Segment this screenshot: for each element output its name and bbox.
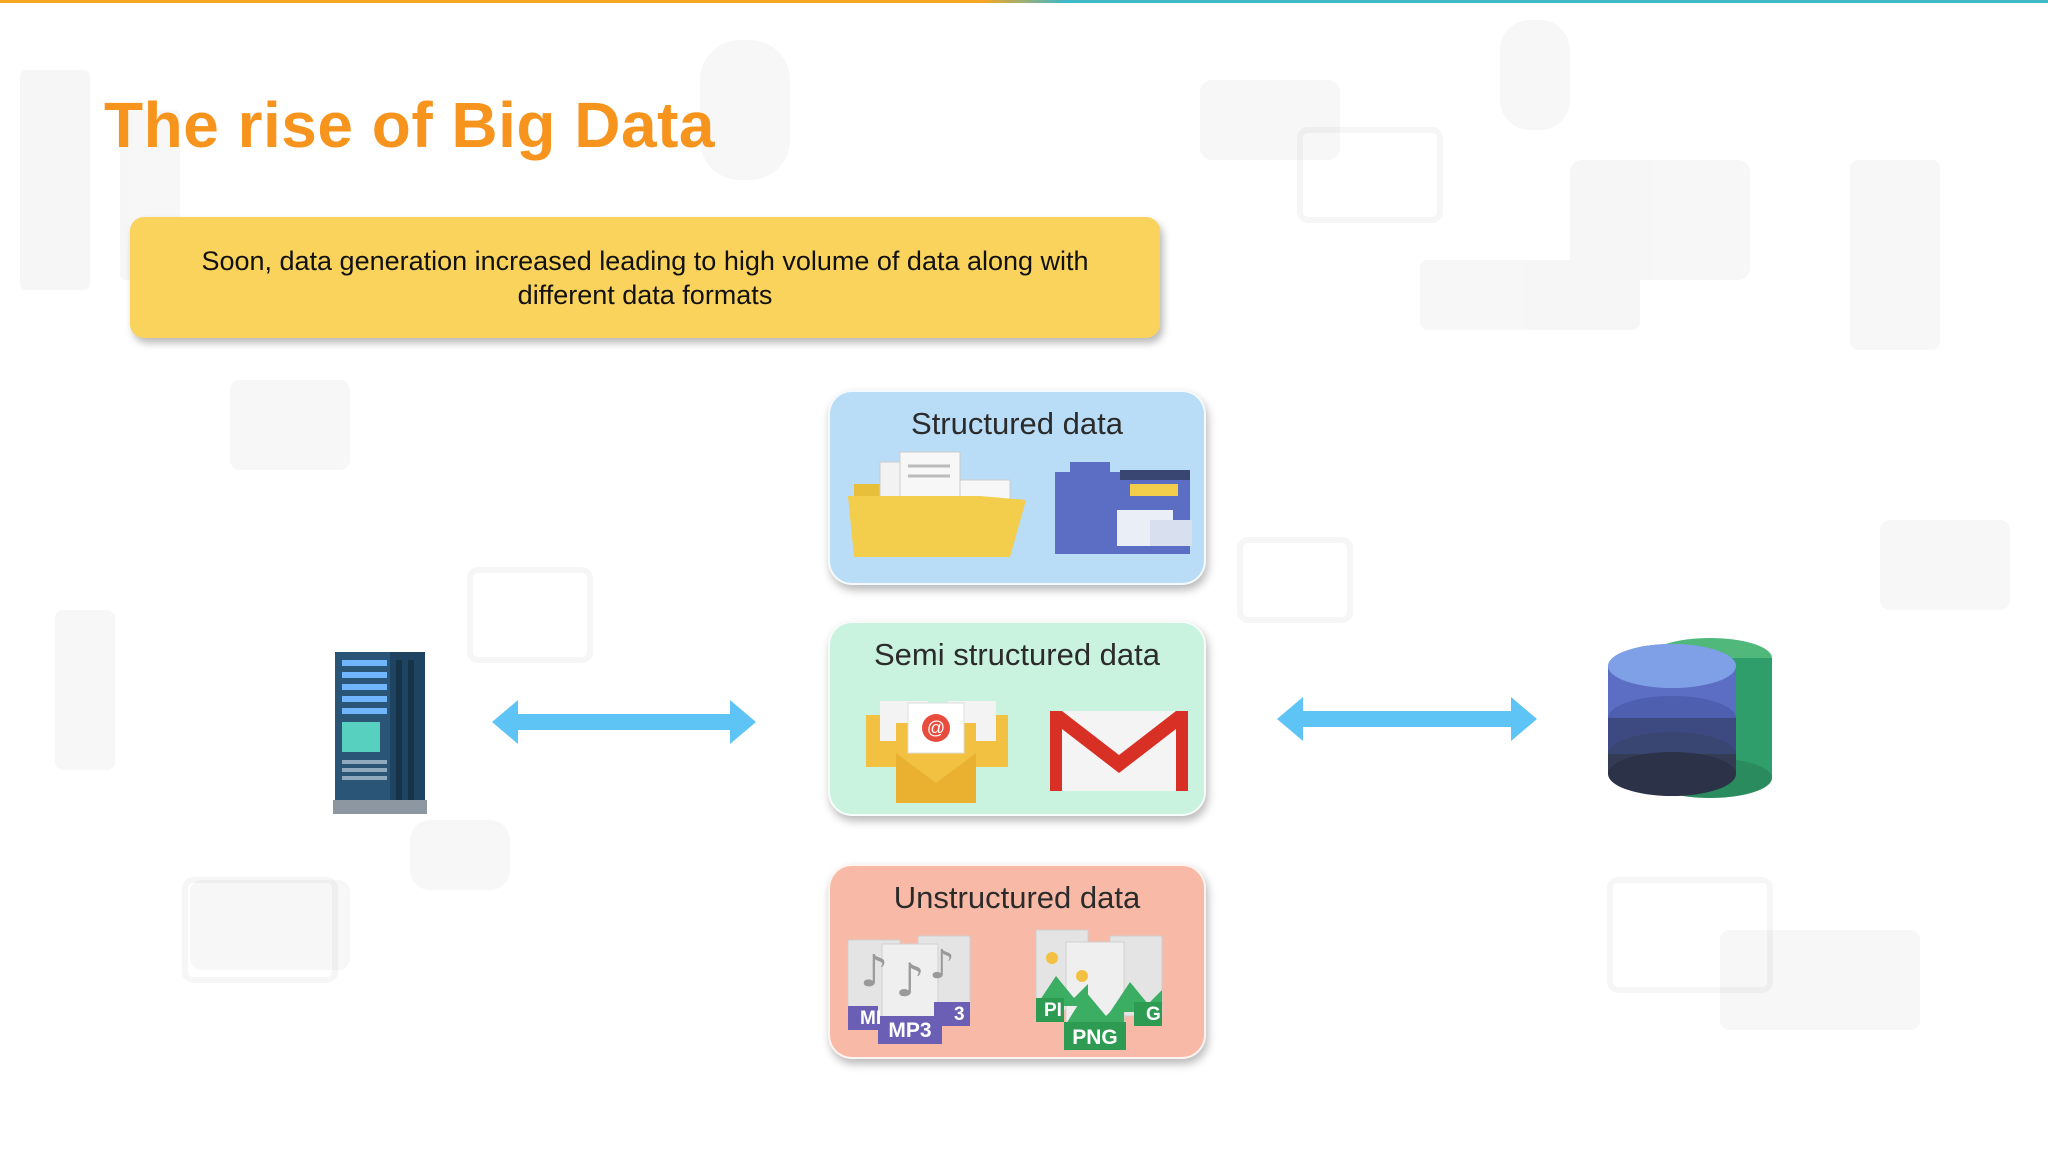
unstructured-icons: ♪ ♪ ♪ MI 3 MP3 PI G PNG <box>847 929 1163 1050</box>
svg-text:@: @ <box>927 718 945 738</box>
email-envelopes-icon: @ <box>866 701 1188 803</box>
png-files-icon: PI G PNG <box>1035 929 1163 1050</box>
gmail-icon <box>1050 711 1188 791</box>
semi-structured-data-label: Semi structured data <box>873 637 1161 672</box>
semi-structured-data-card: Semi structured data @ <box>828 621 1206 816</box>
unstructured-data-label: Unstructured data <box>893 880 1141 915</box>
slide-title: The rise of Big Data <box>104 89 715 161</box>
double-arrow-right <box>1277 697 1537 741</box>
server-rack-icon <box>333 652 427 814</box>
folder-documents-icon <box>848 451 1026 557</box>
banner-text: Soon, data generation increased leading … <box>201 245 1089 310</box>
double-arrow-left <box>492 700 756 744</box>
folder-files-icon <box>1055 462 1192 554</box>
png-back-right-label: G <box>1146 1004 1161 1025</box>
info-banner: Soon, data generation increased leading … <box>130 217 1160 338</box>
svg-text:♪: ♪ <box>895 953 924 1007</box>
png-label: PNG <box>1072 1026 1118 1049</box>
png-back-left-label: PI <box>1044 1000 1062 1021</box>
mp3-back-left-label: MI <box>860 1008 881 1029</box>
mp3-label: MP3 <box>888 1019 931 1042</box>
mp3-back-right-label: 3 <box>954 1004 965 1025</box>
svg-text:♪: ♪ <box>860 946 888 997</box>
folder-documents-icon <box>848 451 1192 557</box>
database-icon <box>1608 638 1772 798</box>
unstructured-data-card: Unstructured data ♪ ♪ ♪ MI 3 MP3 <box>828 864 1206 1059</box>
top-accent-line <box>0 0 2048 3</box>
email-envelopes-icon: @ <box>866 701 1008 803</box>
structured-data-label: Structured data <box>911 406 1123 441</box>
svg-text:♪: ♪ <box>929 942 955 988</box>
mp3-files-icon: ♪ ♪ ♪ MI 3 MP3 <box>847 935 971 1044</box>
structured-data-card: Structured data <box>828 390 1206 585</box>
